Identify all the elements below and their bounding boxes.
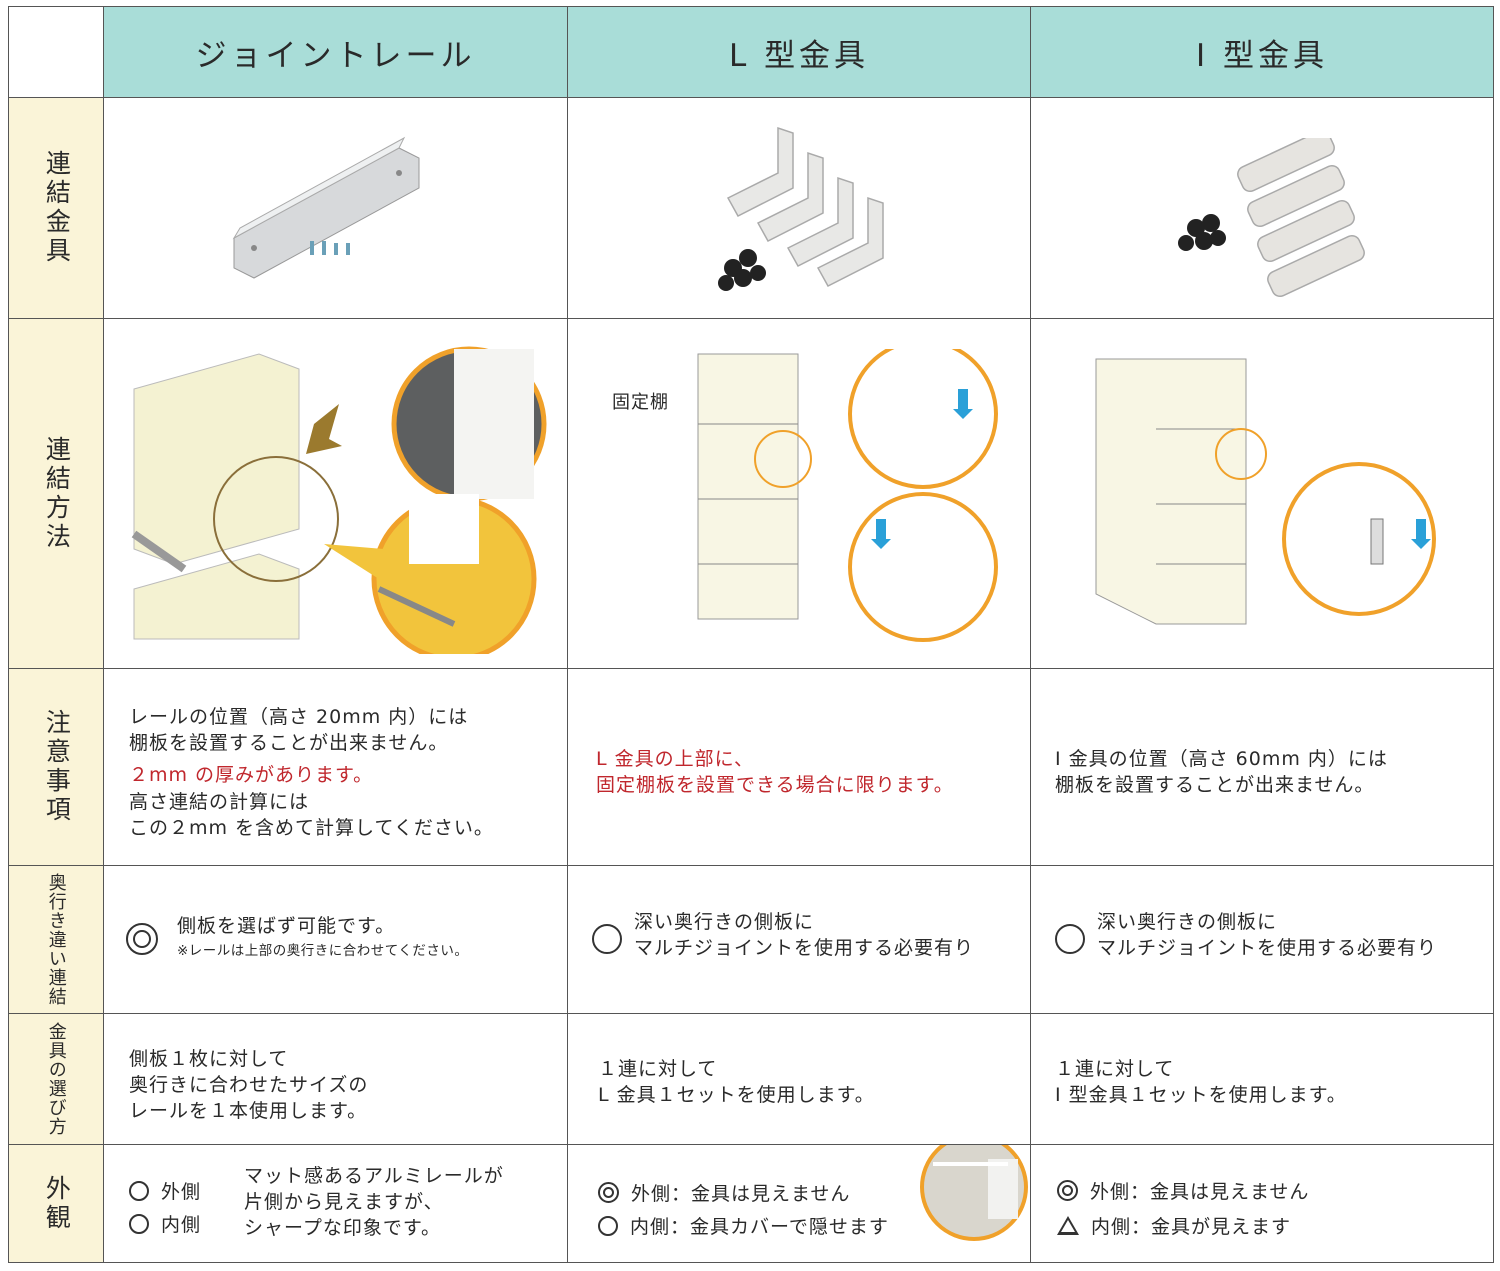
text-line: 片側から見えますが、 [244, 1191, 444, 1214]
text-line: 奥行きに合わせたサイズの [129, 1074, 369, 1097]
hardware-i-bracket [1031, 98, 1494, 319]
circle-icon [129, 1213, 149, 1234]
col-header-joint-rail: ジョイントレール [104, 7, 568, 98]
i-bracket-photo [1178, 138, 1365, 298]
double-circle-icon [126, 923, 158, 955]
cover-photo-inset [920, 1145, 1028, 1241]
row-label-method: 連結方法 [9, 319, 104, 669]
method-l-bracket: 固定棚 [568, 319, 1031, 669]
cautions-rail-text: レールの位置（高さ 20mm 内）には 棚板を設置することが出来ません。 ２mm… [129, 704, 494, 841]
text-line: I 型金具１セットを使用します。 [1055, 1084, 1347, 1107]
appearance-l-bracket: 外側：金具は見えません 内側：金具カバーで隠せます [568, 1145, 1031, 1263]
double-circle-icon [1057, 1180, 1078, 1201]
comparison-table: ジョイントレール L 型金具 I 型金具 連結金具 [8, 6, 1494, 1263]
depth-i-text: 深い奥行きの側板に マルチジョイントを使用する必要有り [1097, 909, 1437, 961]
i-bracket-diagram [1095, 358, 1436, 625]
double-circle-icon [598, 1182, 619, 1203]
choose-l-text: １連に対して L 金具１セットを使用します。 [598, 1056, 875, 1108]
circle-icon [598, 1215, 618, 1236]
row-label-text: 外観 [42, 1174, 72, 1233]
row-label-text: 連結方法 [42, 435, 72, 552]
text-line: L 金具１セットを使用します。 [598, 1084, 875, 1107]
l-bracket-diagram [697, 349, 998, 642]
corner-cell [9, 7, 104, 98]
choose-l-bracket: １連に対して L 金具１セットを使用します。 [568, 1014, 1031, 1145]
choose-joint-rail: 側板１枚に対して 奥行きに合わせたサイズの レールを１本使用します。 [104, 1014, 568, 1145]
text-line: レールを１本使用します。 [129, 1100, 368, 1123]
text-line: 側板を選ばず可能です。 [177, 915, 396, 937]
fixed-shelf-label: 固定棚 [612, 392, 669, 413]
outer-label: 外側 [161, 1181, 202, 1203]
outer-label: 外側：金具は見えません [631, 1183, 851, 1205]
hardware-joint-rail [104, 98, 568, 319]
row-label-text: 注意事項 [42, 709, 72, 825]
col-header-text: L 型金具 [728, 37, 870, 74]
hardware-l-bracket [568, 98, 1031, 319]
triangle-icon [1057, 1216, 1079, 1235]
depth-joint-rail: 側板を選ばず可能です。 ※レールは上部の奥行きに合わせてください。 [104, 866, 568, 1014]
text-line: I 金具の位置（高さ 60mm 内）には [1055, 748, 1388, 770]
choose-i-text: １連に対して I 型金具１セットを使用します。 [1055, 1056, 1347, 1108]
appearance-i-lines: 外側：金具は見えません 内側：金具が見えます [1057, 1177, 1309, 1239]
appearance-l-lines: 外側：金具は見えません 内側：金具カバーで隠せます [598, 1179, 889, 1239]
row-label-cautions: 注意事項 [9, 669, 104, 866]
text-line: L 金具の上部に、 [596, 748, 755, 770]
depth-l-bracket: 深い奥行きの側板に マルチジョイントを使用する必要有り [568, 866, 1031, 1014]
text-line: 棚板を設置することが出来ません。 [1055, 774, 1375, 797]
cautions-i-text: I 金具の位置（高さ 60mm 内）には 棚板を設置することが出来ません。 [1055, 746, 1388, 798]
l-bracket-photo [718, 126, 884, 291]
text-line: 深い奥行きの側板に [634, 911, 815, 933]
appearance-joint-rail: 外側 内側 マット感あるアルミレールが 片側から見えますが、 シャープな印象です… [104, 1145, 568, 1263]
outer-label: 外側：金具は見えません [1090, 1181, 1310, 1203]
depth-l-text: 深い奥行きの側板に マルチジョイントを使用する必要有り [634, 909, 974, 961]
cautions-i-bracket: I 金具の位置（高さ 60mm 内）には 棚板を設置することが出来ません。 [1031, 669, 1494, 866]
appearance-i-bracket: 外側：金具は見えません 内側：金具が見えます [1031, 1145, 1494, 1263]
cautions-joint-rail: レールの位置（高さ 20mm 内）には 棚板を設置することが出来ません。 ２mm… [104, 669, 568, 866]
circle-icon [129, 1180, 149, 1201]
inner-label: 内側：金具が見えます [1091, 1216, 1292, 1238]
col-header-l-bracket: L 型金具 [568, 7, 1031, 98]
row-label-text: 奥行き違い連結 [45, 873, 67, 1006]
choose-rail-text: 側板１枚に対して 奥行きに合わせたサイズの レールを１本使用します。 [129, 1046, 368, 1125]
row-label-choose: 金具の選び方 [9, 1014, 104, 1145]
row-label-text: 連結金具 [42, 150, 72, 266]
note-line: ※レールは上部の奥行きに合わせてください。 [177, 943, 469, 960]
text-line: シャープな印象です。 [244, 1217, 441, 1240]
text-line: 側板１枚に対して [129, 1048, 289, 1070]
choose-i-bracket: １連に対して I 型金具１セットを使用します。 [1031, 1014, 1494, 1145]
appearance-rail-sides: 外側 内側 [129, 1177, 201, 1237]
text-line: この２mm を含めて計算してください。 [129, 816, 494, 839]
text-line: マット感あるアルミレールが [244, 1165, 504, 1187]
text-line: １連に対して [598, 1058, 718, 1080]
joint-rail-photo [232, 136, 420, 279]
circle-icon [592, 924, 622, 954]
text-line: 深い奥行きの側板に [1097, 911, 1278, 933]
text-line: レールの位置（高さ 20mm 内）には [129, 706, 469, 728]
depth-rail-text: 側板を選ばず可能です。 ※レールは上部の奥行きに合わせてください。 [177, 913, 468, 959]
col-header-text: ジョイントレール [195, 37, 476, 74]
col-header-text: I 型金具 [1196, 37, 1328, 74]
row-label-text: 金具の選び方 [45, 1022, 67, 1136]
depth-i-bracket: 深い奥行きの側板に マルチジョイントを使用する必要有り [1031, 866, 1494, 1014]
method-joint-rail [104, 319, 568, 669]
appearance-rail-desc: マット感あるアルミレールが 片側から見えますが、 シャープな印象です。 [244, 1163, 504, 1242]
text-line: 高さ連結の計算には [129, 790, 310, 813]
inner-label: 内側 [161, 1214, 202, 1236]
circle-icon [1055, 924, 1085, 954]
text-line: マルチジョイントを使用する必要有り [634, 937, 975, 960]
method-i-bracket [1031, 319, 1494, 669]
row-label-depth: 奥行き違い連結 [9, 866, 104, 1014]
text-line: 固定棚板を設置できる場合に限ります。 [596, 774, 954, 797]
inner-label: 内側：金具カバーで隠せます [630, 1216, 889, 1238]
cautions-l-text: L 金具の上部に、 固定棚板を設置できる場合に限ります。 [596, 746, 954, 798]
col-header-i-bracket: I 型金具 [1031, 7, 1494, 98]
row-label-appearance: 外観 [9, 1145, 104, 1263]
cautions-l-bracket: L 金具の上部に、 固定棚板を設置できる場合に限ります。 [568, 669, 1031, 866]
text-line: 棚板を設置することが出来ません。 [129, 732, 449, 755]
joint-rail-diagram [131, 346, 547, 654]
red-warning: ２mm の厚みがあります。 [129, 764, 374, 787]
row-label-hardware: 連結金具 [9, 98, 104, 319]
text-line: マルチジョイントを使用する必要有り [1097, 937, 1438, 960]
text-line: １連に対して [1055, 1058, 1175, 1080]
